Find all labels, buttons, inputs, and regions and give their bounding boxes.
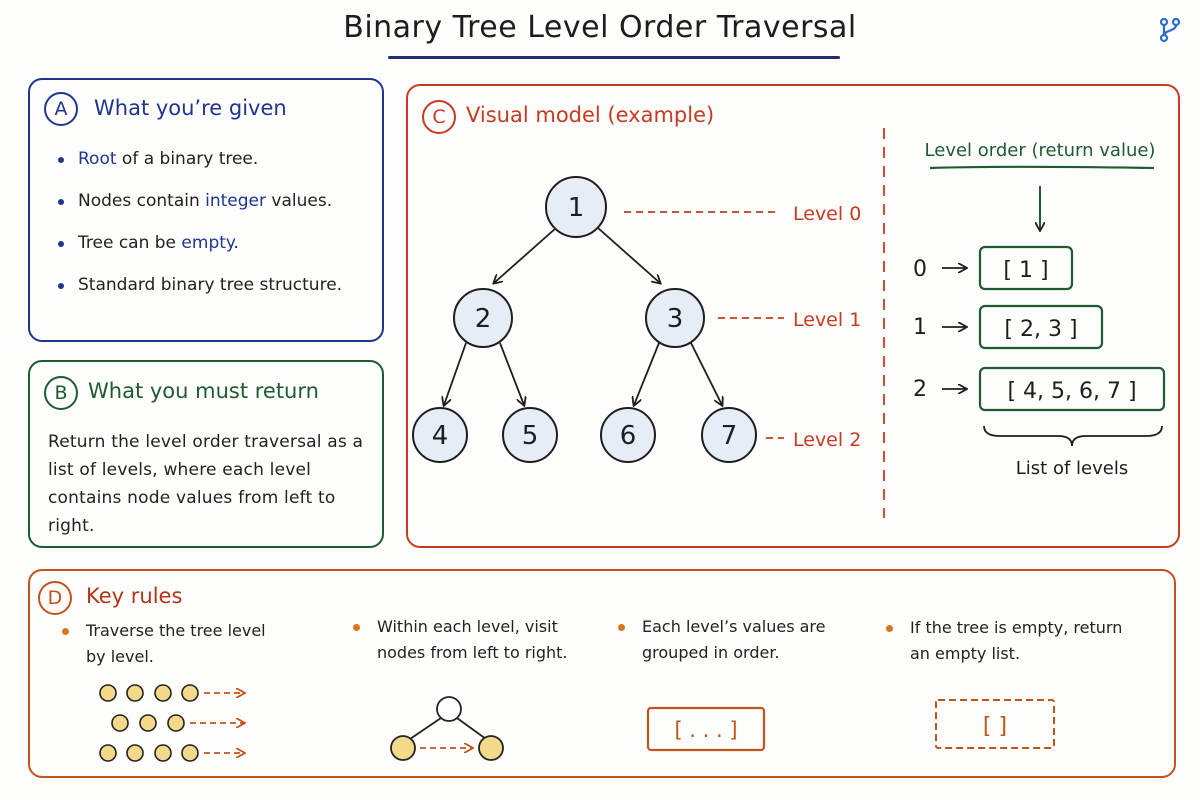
node-label: 1 [568, 193, 585, 223]
bullet-dot [58, 199, 64, 205]
given-highlight: Root [78, 149, 117, 169]
rule-level-by-level: Traverse the tree level by level. [62, 618, 282, 670]
result-row: 1 [ 2, 3 ] [913, 304, 1104, 350]
result-brace [983, 425, 1163, 447]
result-value: [ 2, 3 ] [1004, 317, 1077, 342]
title-underline [388, 56, 840, 59]
tree-edge [690, 342, 722, 405]
panel-given: A What you’re given Root of a binary tre… [28, 78, 384, 342]
result-box [978, 245, 1074, 291]
level-label: Level 0 [793, 203, 861, 225]
result-index: 0 [913, 257, 927, 282]
badge-d: D [38, 581, 72, 615]
result-row: 2 [ 4, 5, 6, 7 ] [913, 366, 1166, 412]
rule-text: If the tree is empty, return an empty li… [910, 618, 1123, 663]
badge-a: A [44, 92, 78, 126]
given-text: Tree can be [78, 233, 182, 253]
rule-empty: If the tree is empty, return an empty li… [886, 615, 1126, 667]
given-item-structure: Standard binary tree structure. [54, 272, 374, 299]
return-heading: What you must return [88, 379, 319, 403]
given-text: values. [266, 191, 333, 211]
result-value: [ 4, 5, 6, 7 ] [1007, 379, 1136, 404]
result-heading: Level order (return value) [925, 140, 1156, 161]
empty-list-box [935, 699, 1055, 749]
empty-list-label: [ ] [983, 714, 1007, 739]
result-index: 2 [913, 377, 927, 402]
level-rows-illustration [99, 684, 199, 762]
tree-node: 1 [545, 176, 607, 238]
rules-heading: Key rules [86, 584, 183, 608]
tree-edge [499, 342, 524, 405]
result-caption: List of levels [1016, 458, 1128, 479]
given-item-values: Nodes contain integer values. [54, 188, 374, 215]
node-label: 6 [620, 421, 637, 451]
bullet-dot [353, 624, 360, 631]
given-text: of a binary tree. [116, 149, 259, 169]
result-value: [ 1 ] [1003, 258, 1048, 283]
panel-return: B What you must return Return the level … [28, 360, 384, 548]
tree-edge [444, 342, 467, 405]
badge-c: C [422, 100, 456, 134]
grouped-box [646, 706, 766, 752]
bullet-dot [886, 625, 893, 632]
tree-node: 3 [645, 288, 705, 348]
given-highlight: empty [181, 233, 234, 253]
given-text: Standard binary tree structure. [78, 275, 343, 295]
mini-tree-illustration [390, 696, 504, 761]
grouped-label: [ . . . ] [674, 718, 737, 742]
tree-node: 4 [412, 407, 468, 463]
node-label: 3 [667, 304, 684, 334]
given-list: Root of a binary tree. Nodes contain int… [54, 146, 374, 314]
panel-key-rules: D Key rules [28, 569, 1176, 778]
tree-edges [444, 227, 722, 405]
bullet-dot [58, 241, 64, 247]
given-item-empty: Tree can be empty. [54, 230, 374, 257]
result-index: 1 [913, 315, 927, 340]
rule-grouped: Each level’s values are grouped in order… [618, 614, 838, 666]
given-text: . [233, 233, 239, 253]
branch-icon[interactable] [1156, 16, 1184, 44]
tree-edge [634, 342, 660, 405]
tree-node: 2 [453, 288, 513, 348]
level-label: Level 2 [793, 429, 861, 451]
rule-text: Traverse the tree level by level. [86, 621, 266, 666]
tree-node: 5 [502, 407, 558, 463]
result-box [978, 366, 1166, 412]
node-label: 4 [432, 421, 449, 451]
rule-text: Each level’s values are grouped in order… [642, 617, 826, 662]
result-box [978, 304, 1104, 350]
tree-node: 6 [600, 407, 656, 463]
rule-left-to-right: Within each level, visit nodes from left… [353, 614, 573, 666]
page-title: Binary Tree Level Order Traversal [343, 10, 857, 45]
badge-b: B [44, 376, 78, 410]
bullet-dot [58, 157, 64, 163]
tree-edge [494, 227, 557, 283]
panel-visual-model: C Visual model (example) [406, 84, 1180, 548]
level-label: Level 1 [793, 309, 861, 331]
given-highlight: integer [205, 191, 267, 211]
result-heading-underline [929, 165, 1155, 170]
tree-edge [597, 227, 660, 283]
visual-heading: Visual model (example) [466, 103, 715, 127]
rule-text: Within each level, visit nodes from left… [377, 617, 568, 662]
node-label: 5 [522, 421, 539, 451]
given-item-root: Root of a binary tree. [54, 146, 374, 173]
given-text: Nodes contain [78, 191, 206, 211]
bullet-dot [62, 628, 69, 635]
bullet-dot [58, 283, 64, 289]
return-description: Return the level order traversal as a li… [48, 432, 364, 536]
node-label: 2 [475, 304, 492, 334]
tree-node: 7 [701, 407, 757, 463]
result-row: 0 [ 1 ] [913, 245, 1074, 291]
given-heading: What you’re given [94, 96, 287, 120]
bullet-dot [618, 624, 625, 631]
node-label: 7 [721, 421, 738, 451]
